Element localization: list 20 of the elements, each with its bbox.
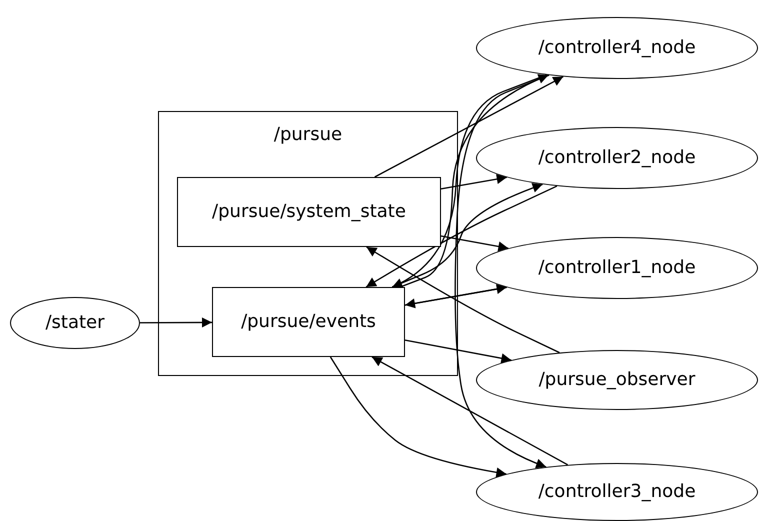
arrow (330, 356, 506, 478)
arrow (440, 235, 508, 252)
topic-ellipse: /pursue_observer (476, 350, 758, 410)
arrow (366, 246, 560, 354)
group-label: /pursue (272, 124, 344, 146)
topic-ellipse: /controller2_node (476, 127, 758, 189)
arrow (440, 174, 507, 190)
group-box (158, 111, 458, 376)
topic-ellipse: /controller1_node (476, 237, 758, 299)
node-box: /pursue/system_state (177, 177, 441, 247)
topic-ellipse: /controller3_node (476, 463, 758, 521)
arrow (366, 185, 558, 288)
arrow (404, 340, 512, 364)
arrow (374, 76, 564, 178)
topic-ellipse: /controller4_node (476, 17, 758, 79)
topic-ellipse: /stater (10, 297, 140, 349)
arrow (140, 317, 212, 328)
node-box: /pursue/events (212, 287, 405, 357)
arrow (454, 74, 550, 468)
arrow (372, 356, 568, 466)
